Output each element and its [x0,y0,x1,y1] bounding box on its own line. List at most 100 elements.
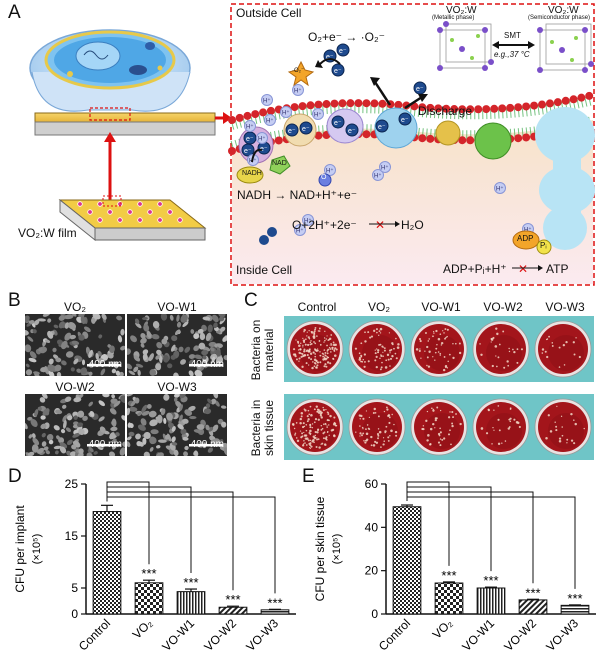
electron: e⁻ [299,121,313,135]
electron: e⁻ [345,123,359,137]
lipid-head [569,95,578,104]
lipid-head [522,133,531,142]
electron: e⁻ [331,63,345,77]
electron: e⁻ [257,141,271,155]
panel-c-label: C [244,290,258,311]
scale-bar-label: 400 nm [88,439,122,450]
svg-text:H⁺: H⁺ [314,112,322,119]
lipid-head [530,101,539,110]
lipid-head [338,99,347,108]
panel-a-schematic: e⁻e⁻e⁻e⁻e⁻e⁻e⁻e⁻e⁻e⁻e⁻e⁻e⁻ H⁺H⁺H⁺H⁺H⁺H⁺H… [29,3,595,286]
lipid-head [394,100,403,109]
electron: e⁻ [375,119,389,133]
discharge-label: Discharge [418,104,473,118]
water-product: H₂O [401,218,424,232]
significance-bracket [406,496,576,589]
nadh-reaction: NADH → NAD+H⁺+e⁻ [237,188,358,202]
proton: H⁺ [264,114,276,126]
proton: H⁺ [372,169,384,181]
lipid-head [243,111,252,120]
superoxide-reaction: O₂+e⁻ → ·O₂⁻ [308,30,385,44]
lipid-head [235,113,244,122]
inside-cell-label: Inside Cell [236,263,293,277]
vo2w-crystal-metallic [437,21,494,71]
petri-dish [472,320,530,378]
dish-col-control: Control [297,300,337,314]
significance-bracket [106,491,234,591]
lipid-head [306,101,315,110]
petri-dish [348,398,406,456]
lipid-head [259,108,268,117]
x-tick-label: VO-W1 [159,616,197,654]
lipid-head [418,134,427,143]
proton: H⁺ [244,120,256,132]
lipid-head [402,101,411,110]
electron [267,227,277,237]
lipid-head [346,99,355,108]
y-tick-label: 5 [71,581,78,595]
lipid-head [538,100,547,109]
proton: H⁺ [494,182,506,194]
petri-dish [534,320,592,378]
sem-image-vow2: 400 nm [25,394,125,456]
sem-label-vow2: VO-W2 [55,380,95,394]
lipid-head [458,105,467,114]
sem-image-vow3: 400 nm [127,394,227,456]
petri-dish [286,398,344,456]
lipid-head [514,103,523,112]
sem-label-vow1: VO-W1 [157,300,197,314]
svg-text:H⁺: H⁺ [496,186,504,193]
x-tick-label: VO-W2 [501,616,539,654]
lipid-head [466,136,475,145]
lipid-head [458,136,467,145]
svg-text:H⁺: H⁺ [258,136,266,143]
petri-dish [534,398,592,456]
nad-molecule: NAD [272,160,287,167]
proton: H⁺ [256,132,268,144]
svg-text:e⁻: e⁻ [288,128,296,135]
lipid-head [228,147,236,155]
scale-bar-label: 400 nm [190,439,224,450]
water-reaction: O+2H⁺+2e⁻ [292,218,357,232]
svg-text:e⁻: e⁻ [416,86,424,93]
bar-1 [434,582,464,615]
lipid-head [585,91,594,100]
proton: H⁺ [302,214,314,226]
semi-phase-label: VO₂:W [548,5,579,16]
svg-text:✕: ✕ [518,262,528,276]
svg-text:e⁻: e⁻ [244,148,252,155]
row-label-skin: Bacteria in skin tissue [249,399,276,457]
significance-mark: *** [141,566,156,581]
svg-text:H⁺: H⁺ [263,98,271,105]
significance-bracket [106,496,276,594]
bar-3 [518,599,548,615]
lipid-head [561,96,570,105]
y-tick-label: 15 [65,529,79,543]
y-tick-label: 20 [365,564,379,578]
proton: H⁺ [312,108,324,120]
dish-col-vow3: VO-W3 [545,300,585,314]
lipid-head [434,104,443,113]
lipid-head [426,103,435,112]
lipid-head [482,105,491,114]
svg-text:e⁻: e⁻ [246,136,254,143]
atp-synthase [535,107,595,250]
lipid-head [442,104,451,113]
svg-text:e⁻: e⁻ [334,68,342,75]
x-tick-label: Control [376,616,413,653]
svg-text:H⁺: H⁺ [326,168,334,175]
bar-4 [260,609,290,615]
dish-col-vow1: VO-W1 [421,300,461,314]
cell-dome [29,29,191,112]
semi-phase-sub: (Semiconductor phase) [528,15,591,21]
x-tick-label: VO-W1 [459,616,497,654]
y-axis-unit: (×10⁵) [31,534,43,565]
electron: e⁻ [331,115,345,129]
significance-mark: *** [567,591,582,606]
smt-temp-label: e.g.,37 °C [494,50,530,59]
lipid-head [426,134,435,143]
bar-1 [134,582,164,615]
oxygen-label: O [321,174,327,181]
sem-label-vow3: VO-W3 [157,380,197,394]
